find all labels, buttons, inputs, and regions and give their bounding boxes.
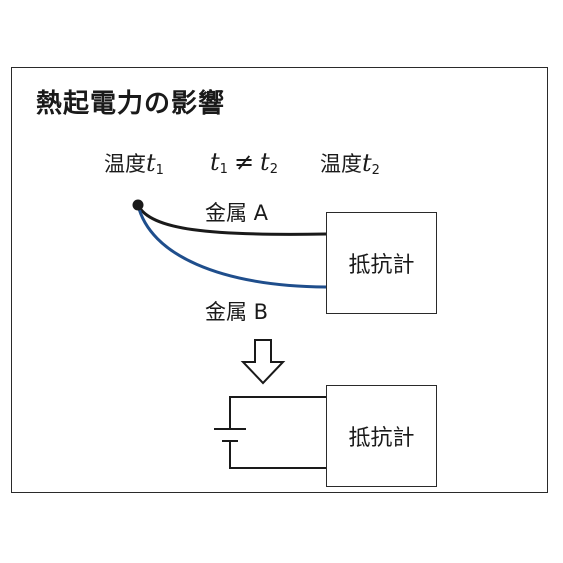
relation-var-2: t [260,148,270,176]
battery-wire-bottom [229,441,326,469]
temperature-relation: t1≠t2 [210,148,278,177]
temperature-2-var: t [362,149,372,177]
not-equal-sign: ≠ [233,148,255,176]
temperature-2-text: 温度 [320,152,362,176]
metal-b-wire [136,204,327,289]
metal-b-label: 金属 B [205,300,269,324]
resistance-meter-top: 抵抗計 [326,212,437,314]
temperature-1-var: t [146,149,156,177]
diagram-frame [11,67,548,493]
resistance-meter-bottom-label: 抵抗計 [348,426,415,451]
temperature-2-sub: 2 [371,163,380,178]
metal-a-wire [136,204,327,236]
temperature-2-label: 温度t2 [320,148,380,178]
temperature-1-text: 温度 [104,152,146,176]
relation-sub-1: 1 [219,162,228,177]
temperature-1-label: 温度t1 [104,148,164,178]
resistance-meter-top-label: 抵抗計 [348,253,415,278]
down-arrow-icon [240,339,286,385]
relation-sub-2: 2 [269,162,278,177]
temperature-1-sub: 1 [155,163,164,178]
diagram-title: 熱起電力の影響 [36,89,226,119]
junction-dot [132,199,144,211]
relation-var-1: t [210,148,220,176]
resistance-meter-bottom: 抵抗計 [326,385,437,487]
metal-a-label: 金属 A [205,201,269,225]
battery-wire-top [229,396,326,429]
